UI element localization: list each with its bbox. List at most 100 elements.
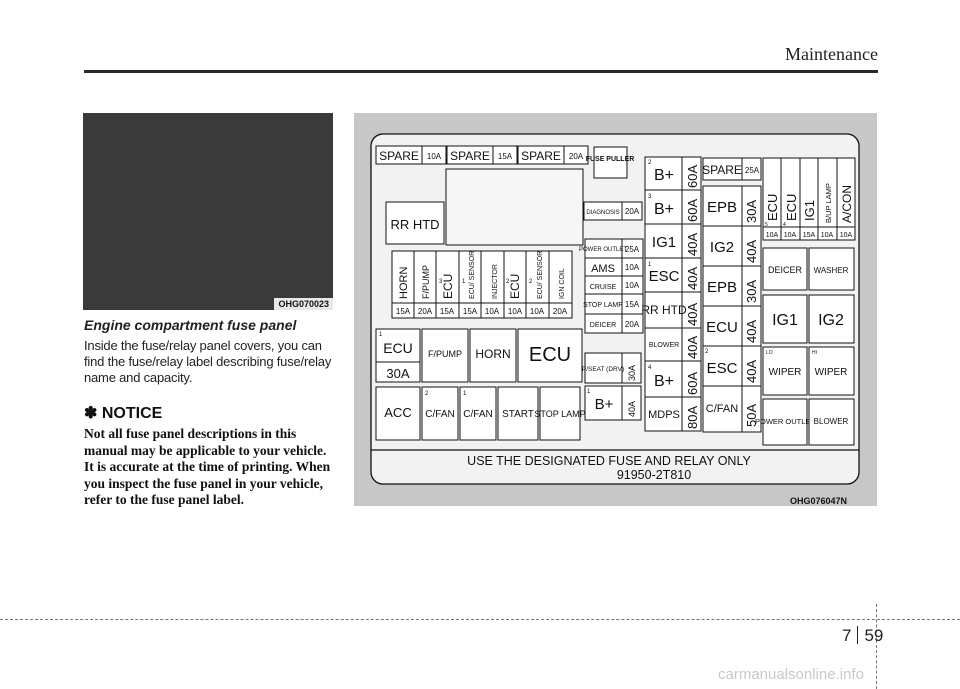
fuse-name: EPB bbox=[707, 199, 737, 216]
fuse-name: CRUISE bbox=[590, 284, 617, 291]
fuse-name: IG1 bbox=[652, 234, 676, 251]
page-separator bbox=[857, 626, 859, 644]
fuse-amp: 40A bbox=[744, 240, 759, 263]
fuse-name: ECU bbox=[765, 194, 780, 221]
section-title: Maintenance bbox=[785, 44, 878, 64]
fuse-amp: 10A bbox=[625, 281, 640, 290]
fuse-name: B/UP LAMP bbox=[824, 183, 833, 223]
fuse-name: MDPS bbox=[648, 409, 680, 421]
relay-label: IG2 bbox=[818, 312, 844, 329]
spare-amp: 10A bbox=[427, 152, 442, 161]
fuse-amp: 15A bbox=[625, 300, 640, 309]
fuse-name: POWER OUTLET bbox=[579, 247, 627, 253]
right-relays: DEICER WASHER IG1 IG2 LO WIPER HI WIPER … bbox=[755, 247, 855, 446]
fuse-name: SPARE bbox=[702, 163, 742, 177]
relay-label: C/FAN bbox=[463, 409, 492, 420]
fuse-name: ECU bbox=[441, 274, 455, 299]
relay-amp: 30A bbox=[386, 366, 409, 381]
fuse-name: A/CON bbox=[840, 185, 854, 223]
relay-label: START bbox=[502, 409, 534, 420]
fuse-amp: 15A bbox=[803, 232, 816, 239]
caption-title: Engine compartment fuse panel bbox=[84, 317, 297, 333]
fuse-name: AMS bbox=[591, 263, 615, 275]
relay-label: C/FAN bbox=[425, 409, 454, 420]
footer-rule bbox=[0, 619, 960, 620]
fuse-amp: 30A bbox=[744, 200, 759, 223]
relay-label: WASHER bbox=[814, 266, 849, 275]
caption-body: Inside the fuse/relay panel covers, you … bbox=[84, 338, 332, 385]
relay-number: 1 bbox=[463, 391, 467, 397]
fuse-amp: 25A bbox=[625, 245, 640, 254]
fuse-number: 1 bbox=[648, 262, 652, 268]
fuse-number: 3 bbox=[648, 194, 652, 200]
mid-fuse-stack: POWER OUTLET AMS CRUISE STOP LAMP DEICER… bbox=[579, 238, 644, 334]
fuse-amp: 80A bbox=[685, 406, 700, 429]
relay-tag: LO bbox=[766, 350, 773, 356]
watermark: carmanualsonline.info bbox=[718, 666, 864, 683]
spare-label: SPARE bbox=[450, 149, 490, 163]
relay-label: WIPER bbox=[769, 367, 802, 378]
fuse-amp: 10A bbox=[508, 307, 523, 316]
fuse-amp: 15A bbox=[440, 307, 455, 316]
fuse-name: HORN bbox=[398, 267, 410, 299]
relay-label: DEICER bbox=[768, 265, 803, 275]
fuse-amp: 20A bbox=[418, 307, 433, 316]
fuse-number: 1 bbox=[462, 279, 466, 285]
fuse-name: F/PUMP bbox=[421, 265, 431, 299]
fuse-name: ECU/ SENSOR bbox=[469, 251, 476, 299]
relay-label: ECU bbox=[383, 340, 413, 356]
fuse-number: 2 bbox=[705, 349, 709, 355]
fuse-name: DEICER bbox=[590, 322, 616, 329]
fuse-amp: 50A bbox=[744, 404, 759, 427]
spare-amp: 15A bbox=[498, 152, 513, 161]
top-right-fuse-row: ECU ECU IG1 B/UP LAMP A/CON 10A 10A 15A … bbox=[762, 157, 856, 241]
fuse-amp: 10A bbox=[766, 232, 779, 239]
footer-tick bbox=[876, 604, 877, 689]
rr-htd-label: RR HTD bbox=[390, 217, 439, 232]
relay-tag: HI bbox=[812, 350, 817, 356]
panel-part-number: 91950-2T810 bbox=[617, 468, 691, 482]
fuse-name: B+ bbox=[654, 373, 674, 390]
fuse-name: B+ bbox=[654, 201, 674, 218]
diagnosis-label: DIAGNOSIS bbox=[586, 210, 619, 216]
pseat-amp: 30A bbox=[627, 365, 637, 381]
fuse-name: RR HTD bbox=[641, 303, 687, 317]
fuse-amp: 10A bbox=[485, 307, 500, 316]
relay-label: WIPER bbox=[815, 367, 848, 378]
vertical-fuse-row: HORN F/PUMP ECU ECU/ SENSOR INJECTOR ECU… bbox=[391, 250, 573, 319]
fuse-amp: 10A bbox=[625, 263, 640, 272]
fuse-amp: 40A bbox=[685, 267, 700, 290]
fuse-amp: 20A bbox=[553, 307, 568, 316]
fuse-amp: 10A bbox=[784, 232, 797, 239]
fuse-number: 2 bbox=[506, 279, 510, 285]
fuse-panel-diagram: SPARE 10A SPARE 15A SPARE 20A FUSE PULLE… bbox=[354, 113, 877, 506]
fuse-name: STOP LAMP bbox=[583, 302, 623, 309]
header-rule bbox=[84, 70, 878, 73]
notice-title: ✽ NOTICE bbox=[84, 405, 163, 422]
fuse-name: ESC bbox=[707, 360, 738, 377]
spare-label: SPARE bbox=[521, 149, 561, 163]
fuse-name: IGN COIL bbox=[559, 268, 566, 299]
bplus-amp: 40A bbox=[627, 401, 637, 417]
notice-body: Not all fuse panel descriptions in this … bbox=[84, 426, 331, 507]
fuse-amp: 40A bbox=[685, 233, 700, 256]
fuse-name: ECU bbox=[784, 194, 799, 221]
fuse-amp: 10A bbox=[530, 307, 545, 316]
fuse-amp: 40A bbox=[744, 320, 759, 343]
fuse-name: INJECTOR bbox=[492, 264, 499, 299]
fuse-amp: 25A bbox=[745, 166, 760, 175]
fuse-puller-label: FUSE PULLER bbox=[586, 156, 635, 163]
fuse-name: ECU bbox=[508, 274, 522, 299]
fuse-name: ECU/ SENSOR bbox=[537, 251, 544, 299]
relay-label: POWER OUTLET bbox=[755, 417, 815, 426]
relay-number: 1 bbox=[379, 332, 383, 338]
pseat-label: P/SEAT (DRV) bbox=[582, 366, 624, 373]
fuse-amp: 60A bbox=[685, 372, 700, 395]
fuse-name: ESC bbox=[649, 268, 680, 285]
spare-amp: 20A bbox=[569, 152, 584, 161]
fuse-name: C/FAN bbox=[706, 403, 738, 415]
fuse-name: BLOWER bbox=[649, 342, 679, 349]
fuse-amp: 10A bbox=[840, 232, 853, 239]
relay-label: F/PUMP bbox=[428, 349, 462, 359]
